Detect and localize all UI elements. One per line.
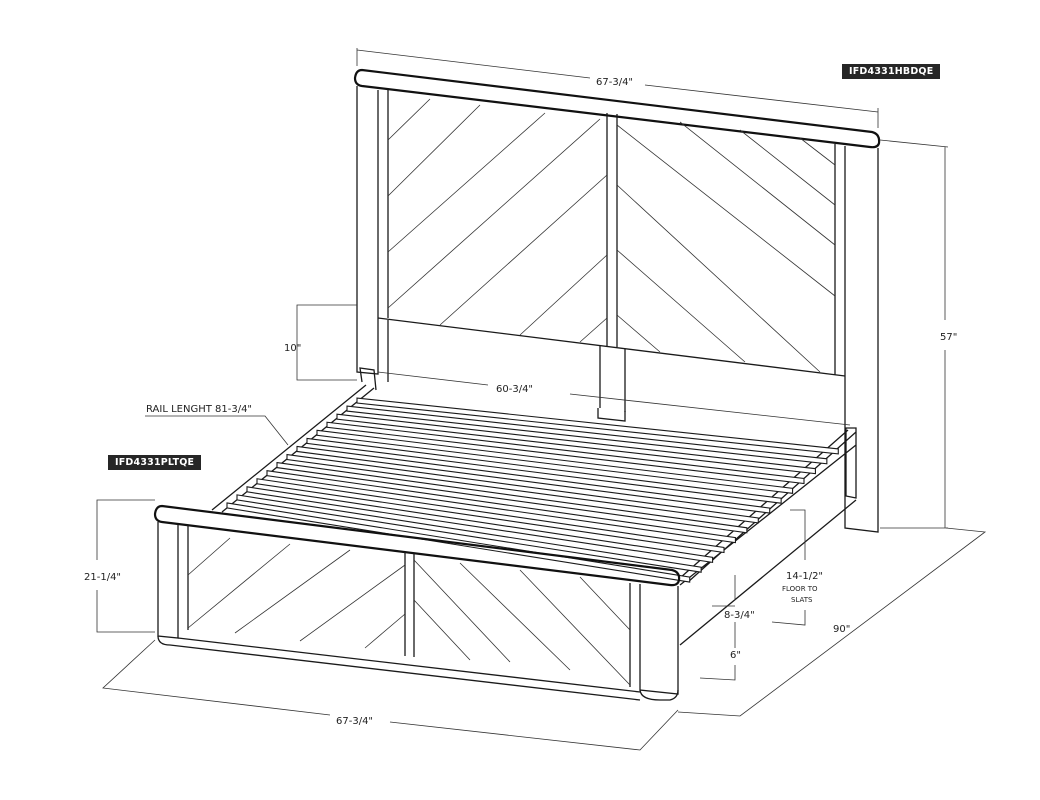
slat [306, 437, 782, 504]
headboard-width-label: 67-3/4" [596, 77, 633, 88]
slat [266, 470, 736, 544]
floor-to-slats-label: 14-1/2" [786, 571, 823, 582]
slat [246, 486, 714, 563]
slat [336, 413, 816, 475]
floor-to-slats-note-1: FLOOR TO [782, 585, 818, 593]
slat [356, 397, 839, 455]
dimension-lines [96, 48, 987, 751]
footboard-width-label: 67-3/4" [336, 716, 373, 727]
slat [326, 421, 805, 485]
clearance-label: 6" [730, 650, 741, 661]
slat [286, 453, 759, 524]
headboard [353, 68, 881, 533]
floor-to-slats-note-2: SLATS [791, 596, 813, 604]
headboard-height-label: 57" [940, 332, 957, 343]
slat [236, 494, 702, 573]
rail-length-label: RAIL LENGHT 81-3/4" [146, 404, 252, 415]
headboard-code-label: IFD4331HBDQE [842, 64, 941, 79]
slat [316, 429, 794, 494]
rail-gap-label: 10" [284, 343, 301, 354]
slat [276, 461, 748, 534]
footboard-code-label: IFD4331PLTQE [108, 455, 202, 470]
inner-width-label: 60-3/4" [496, 384, 533, 395]
slat [256, 478, 725, 554]
footboard [153, 504, 681, 701]
rail-height-label: 8-3/4" [724, 610, 755, 621]
overall-length-label: 90" [833, 624, 850, 635]
footboard-height-label: 21-1/4" [84, 572, 121, 583]
slat [296, 445, 771, 514]
slat [346, 405, 828, 465]
